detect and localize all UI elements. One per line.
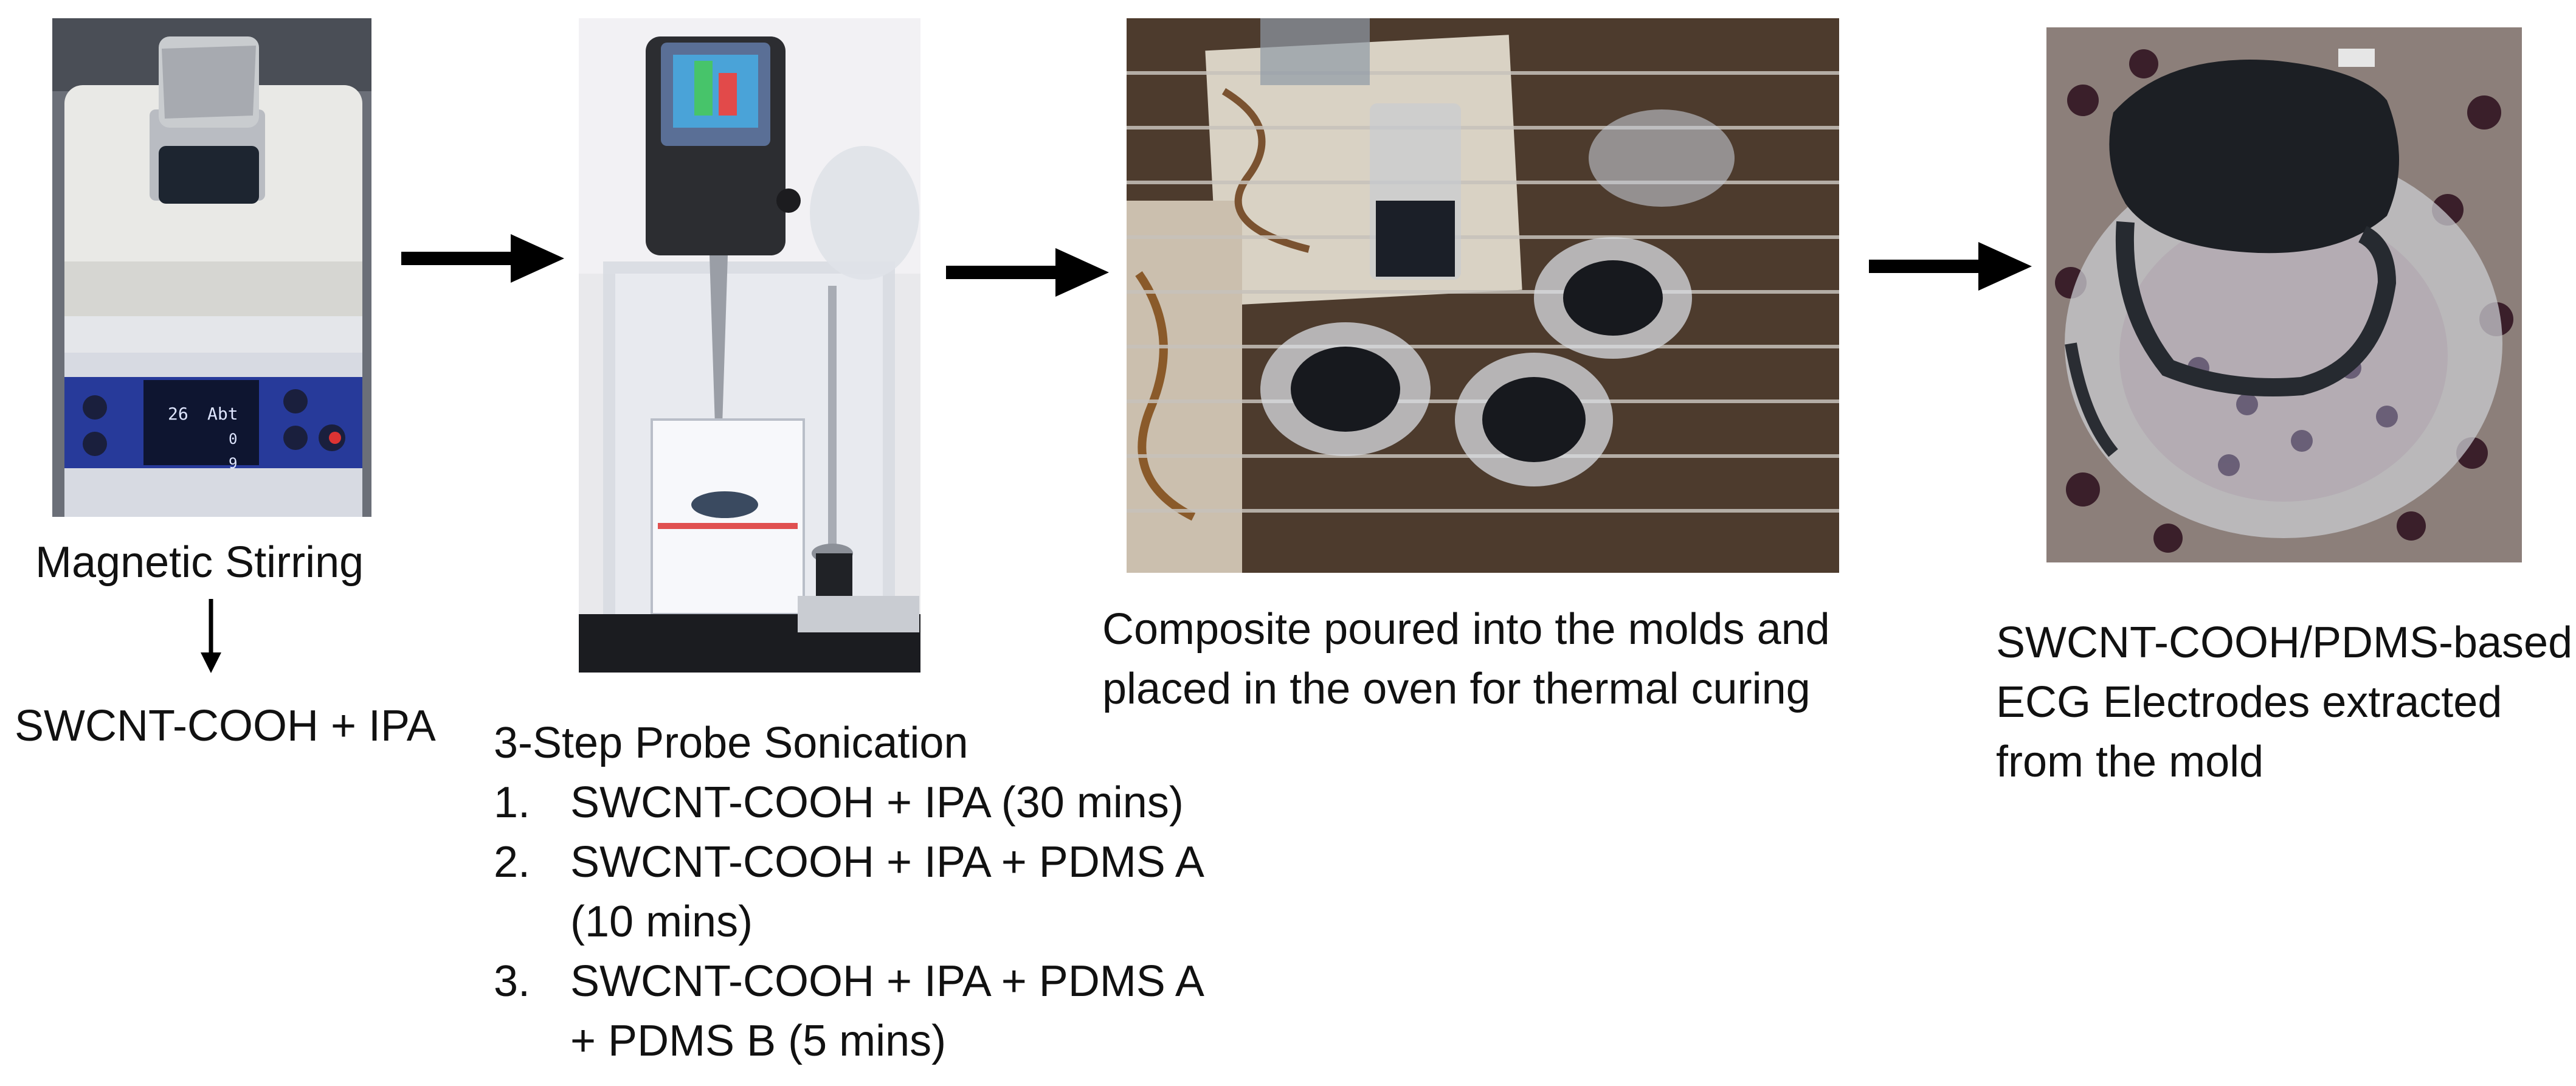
curing-caption-line-1: Composite poured into the molds and: [1102, 605, 1830, 654]
down-arrow-icon: [201, 599, 221, 673]
display-set: Abt: [207, 404, 238, 424]
extracted-electrode-photo: [2046, 27, 2522, 562]
step-2-number: 2.: [494, 838, 531, 887]
electrodes-caption-line-3: from the mold: [1996, 738, 2264, 786]
step-3-number: 3.: [494, 957, 531, 1006]
step-3-text-line-1: SWCNT-COOH + IPA + PDMS A: [570, 957, 1204, 1006]
electrodes-caption-line-2: ECG Electrodes extracted: [1996, 678, 2502, 727]
sonication-steps: 1. SWCNT-COOH + IPA (30 mins) 2. SWCNT-C…: [494, 773, 1204, 1071]
curing-caption-line-2: placed in the oven for thermal curing: [1102, 665, 1811, 713]
step-1-number: 1.: [494, 778, 531, 827]
sonication-block: 3-Step Probe Sonication 1. SWCNT-COOH + …: [494, 713, 1204, 1071]
stirring-result: SWCNT-COOH + IPA: [15, 702, 436, 750]
curing-caption: Composite poured into the molds and plac…: [1102, 600, 1830, 719]
step-1-text: SWCNT-COOH + IPA (30 mins): [570, 778, 1184, 827]
step-2-text-line-1: SWCNT-COOH + IPA + PDMS A: [570, 838, 1204, 887]
stirring-caption: Magnetic Stirring: [35, 538, 364, 587]
display-actual: 26: [168, 404, 188, 424]
step-3-text-line-2: + PDMS B (5 mins): [570, 1017, 947, 1065]
display-plate: 9: [229, 455, 237, 472]
right-arrow-icon: [401, 234, 564, 283]
probe-sonicator-photo: [579, 18, 920, 673]
display-speed: 0: [229, 431, 237, 448]
right-arrow-icon: [946, 248, 1109, 297]
sonication-caption: 3-Step Probe Sonication: [494, 719, 969, 767]
electrodes-caption-line-1: SWCNT-COOH/PDMS-based: [1996, 618, 2573, 667]
right-arrow-icon: [1869, 242, 2032, 291]
step-3: 3. SWCNT-COOH + IPA + PDMS A + PDMS B (5…: [494, 952, 1204, 1071]
electrodes-caption: SWCNT-COOH/PDMS-based ECG Electrodes ext…: [1996, 613, 2572, 792]
step-2: 2. SWCNT-COOH + IPA + PDMS A (10 mins): [494, 832, 1204, 952]
oven-molds-photo: [1127, 18, 1839, 573]
step-1: 1. SWCNT-COOH + IPA (30 mins): [494, 773, 1204, 832]
step-2-text-line-2: (10 mins): [570, 898, 753, 946]
hotplate-stirrer-photo: 26 Abt 0 9: [52, 18, 371, 517]
